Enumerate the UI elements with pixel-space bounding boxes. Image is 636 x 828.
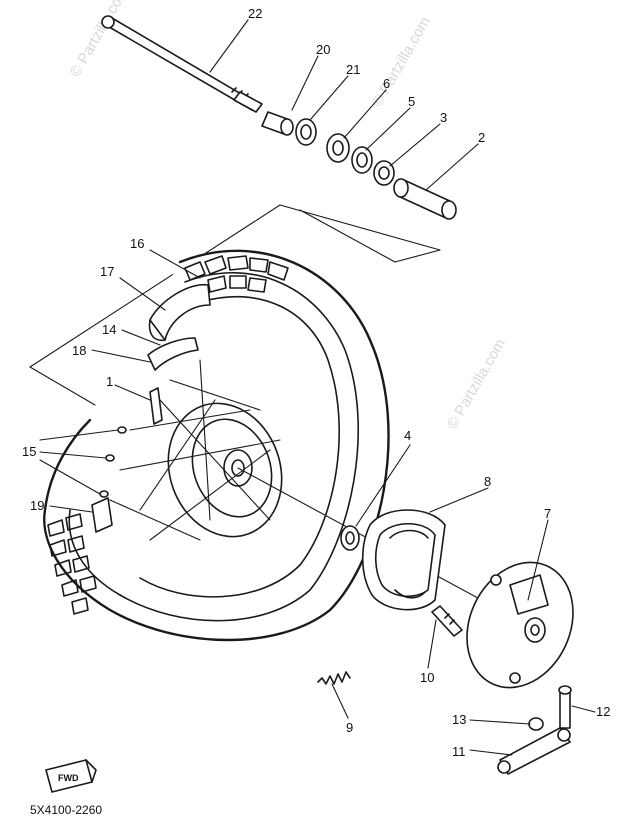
camshaft: [431, 605, 463, 637]
spring: [317, 671, 351, 685]
callout-17: 17: [100, 264, 114, 279]
callout-18: 18: [72, 343, 86, 358]
spacer: [393, 178, 457, 220]
brake-shoe: [361, 509, 446, 611]
callout-19: 19: [30, 498, 44, 513]
spokes: [109, 359, 281, 541]
callout-12: 12: [596, 704, 610, 719]
bolt: [558, 685, 572, 729]
tread-top: [184, 255, 289, 293]
brake-shoe-plate: [466, 561, 574, 689]
callout-11: 11: [452, 744, 466, 759]
callout-22: 22: [248, 6, 262, 21]
watermark-3: © Partzilla.com: [444, 336, 509, 432]
assembly-bracket: [29, 204, 441, 406]
callouts: 22 20 21 6 5 3 2 16 17 14 18 1 15 19 4 8…: [22, 6, 610, 759]
callout-20: 20: [316, 42, 330, 57]
callout-14: 14: [102, 322, 116, 337]
callout-13: 13: [452, 712, 466, 727]
watermark-2: © Partzilla.com: [369, 14, 434, 110]
fwd-label: FWD: [58, 773, 79, 783]
rim-band: [147, 337, 199, 371]
oil-seal-4: [340, 525, 360, 551]
watermark-1: © Partzilla.com: [67, 0, 132, 80]
callout-16: 16: [130, 236, 144, 251]
callout-5: 5: [408, 94, 415, 109]
part-number-label: 5X4100-2260: [30, 803, 102, 817]
washer: [528, 717, 544, 731]
callout-21: 21: [346, 62, 360, 77]
bearing-3: [373, 160, 395, 186]
callout-4: 4: [404, 428, 411, 443]
callout-10: 10: [420, 670, 434, 685]
callout-1: 1: [106, 374, 113, 389]
valve-and-misc: [91, 387, 163, 533]
tread-bottom: [47, 513, 97, 615]
callout-6: 6: [383, 76, 390, 91]
tube: [148, 283, 211, 342]
callout-7: 7: [544, 506, 551, 521]
oil-seal: [295, 118, 317, 146]
axle: [101, 15, 263, 113]
leader-lines: [39, 19, 596, 756]
cam-lever: [497, 727, 571, 775]
callout-15: 15: [22, 444, 36, 459]
fwd-arrow: FWD: [45, 759, 97, 793]
callout-2: 2: [478, 130, 485, 145]
bearing-6: [326, 133, 350, 163]
callout-3: 3: [440, 110, 447, 125]
callout-8: 8: [484, 474, 491, 489]
collar: [261, 111, 294, 136]
callout-9: 9: [346, 720, 353, 735]
spacer-flange: [351, 146, 373, 174]
